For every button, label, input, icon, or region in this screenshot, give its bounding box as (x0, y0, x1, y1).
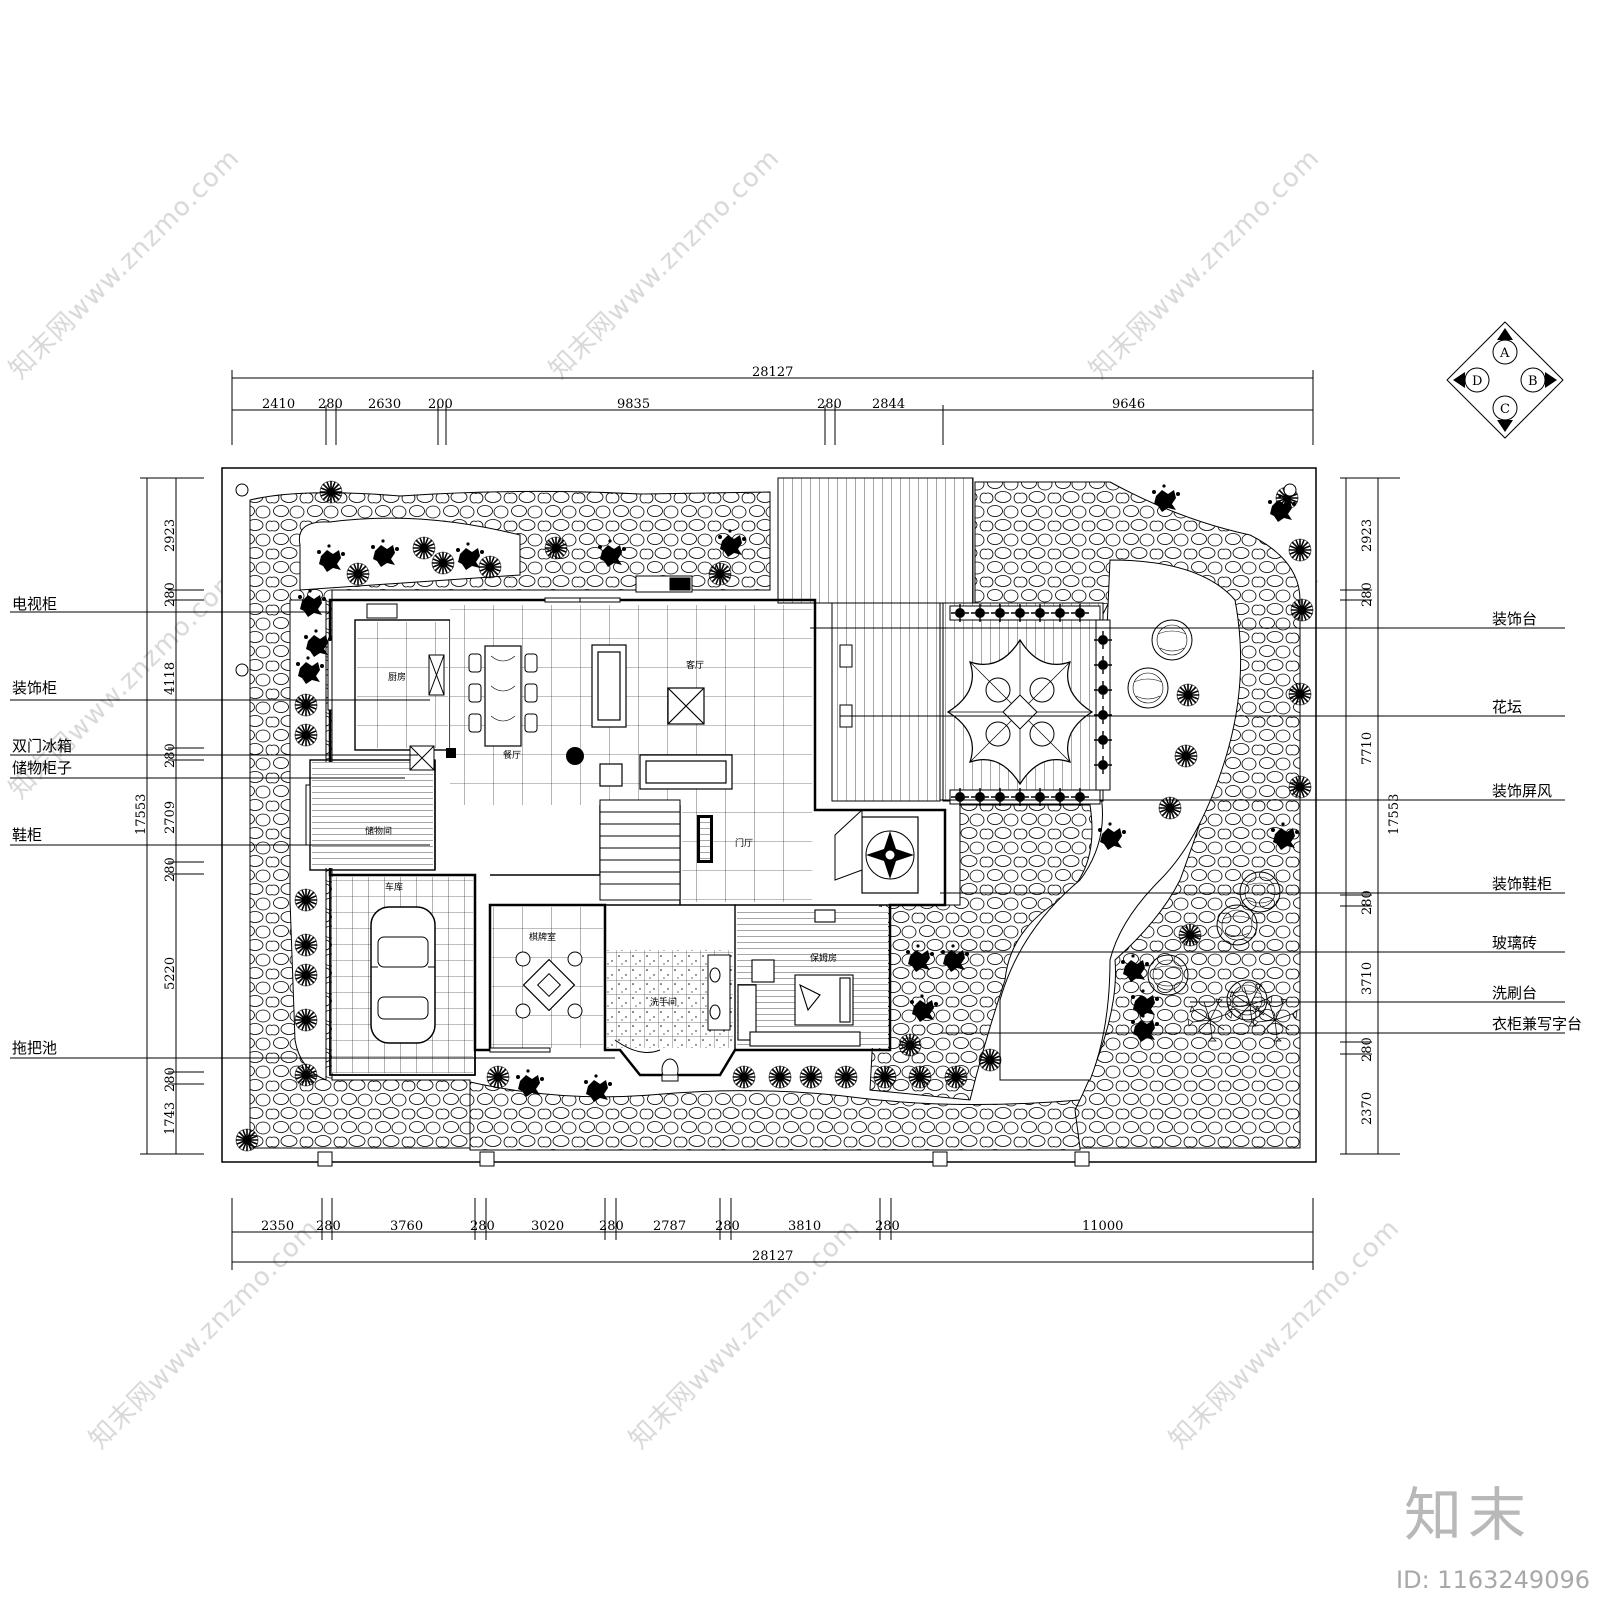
dim-bottom-2: 3760 (390, 1219, 423, 1234)
room-label-storage: 储物间 (365, 825, 392, 837)
dim-bottom-10: 11000 (1082, 1219, 1123, 1234)
callout-storage-cabinet: 储物柜子 (12, 759, 72, 777)
dim-left-total: 17553 (134, 794, 149, 835)
dim-left-8: 1743 (163, 1102, 178, 1135)
decorative-star-icon (861, 816, 919, 894)
dim-top-6: 2844 (872, 397, 905, 412)
callout-tv-cabinet: 电视柜 (12, 595, 57, 613)
callout-decor-stand: 装饰台 (1492, 610, 1537, 628)
image-id-label: ID: 1163249096 (1396, 1566, 1590, 1594)
storage-floor (312, 762, 433, 868)
compass-d: D (1472, 374, 1482, 389)
garden-bed-east (999, 559, 1242, 1081)
room-label-guest: 保姆房 (810, 952, 837, 964)
dim-bottom-1: 280 (316, 1219, 341, 1234)
dim-bottom-7: 280 (715, 1219, 740, 1234)
room-label-dining: 餐厅 (503, 749, 521, 761)
compass-rose: A B C D (1446, 321, 1564, 439)
dim-right-1: 280 (1360, 582, 1375, 607)
dim-right-total: 17553 (1387, 794, 1402, 835)
watermark-text: 知末网www.znzmo.com (1084, 143, 1326, 385)
callout-decor-cabinet: 装饰柜 (12, 679, 57, 697)
compass-b: B (1528, 374, 1538, 389)
callout-mop-sink: 拖把池 (12, 1039, 57, 1057)
dim-bottom-8: 3810 (788, 1219, 821, 1234)
callout-double-fridge: 双门冰箱 (12, 737, 72, 755)
dim-bottom-5: 280 (599, 1219, 624, 1234)
room-label-garage: 车库 (385, 881, 403, 893)
dim-top-0: 2410 (262, 397, 295, 412)
bathroom-fixtures (614, 954, 731, 1082)
dim-left-6: 5220 (163, 957, 178, 990)
pergola-umbrella (946, 638, 1094, 786)
dining-table-icon (468, 645, 538, 747)
watermark-text: 知末网www.znzmo.com (624, 1213, 866, 1455)
dim-left-0: 2923 (163, 519, 178, 552)
watermark-text: 知末网www.znzmo.com (1164, 1213, 1406, 1455)
dim-left-1: 280 (163, 582, 178, 607)
staircase (599, 799, 681, 901)
dim-bottom-3: 280 (470, 1219, 495, 1234)
stone-paving-south (469, 1081, 1081, 1151)
dim-right-3: 280 (1360, 890, 1375, 915)
windows (305, 575, 853, 1053)
dim-right-0: 2923 (1360, 519, 1375, 552)
dim-top-5: 280 (817, 397, 842, 412)
wood-deck-east (831, 602, 941, 802)
dim-top-total: 28127 (752, 365, 793, 380)
dim-bottom-0: 2350 (261, 1219, 294, 1234)
fridge-icon (446, 748, 456, 758)
entry-step (834, 808, 863, 881)
dim-bottom-total: 28127 (752, 1249, 793, 1264)
gate-posts (235, 483, 1297, 1167)
room-label-chess: 棋牌室 (529, 931, 556, 943)
dim-left-2: 4118 (163, 662, 178, 695)
dim-top-2: 2630 (368, 397, 401, 412)
column-icon (566, 747, 584, 765)
callout-wash-basin: 洗刷台 (1492, 984, 1537, 1002)
dim-left-5: 280 (163, 857, 178, 882)
dim-left-4: 2709 (163, 801, 178, 834)
dimension-lines (140, 370, 1400, 1270)
dim-top-3: 200 (428, 397, 453, 412)
dim-bottom-4: 3020 (531, 1219, 564, 1234)
watermark-text: 知末网www.znzmo.com (544, 143, 786, 385)
dim-left-3: 280 (163, 743, 178, 768)
dim-right-4: 3710 (1360, 962, 1375, 995)
room-label-foyer: 门厅 (735, 837, 753, 849)
dim-bottom-9: 280 (875, 1219, 900, 1234)
kitchen-fittings (366, 603, 445, 771)
callout-shoe-cabinet: 鞋柜 (12, 826, 42, 844)
dim-right-2: 7710 (1360, 732, 1375, 765)
brand-watermark: 知末 (1403, 1481, 1532, 1549)
bed-icon (737, 909, 861, 1047)
dim-top-1: 280 (318, 397, 343, 412)
dim-left-7: 280 (163, 1067, 178, 1092)
callout-flower-bed: 花坛 (1492, 698, 1522, 716)
wood-deck-north (777, 477, 974, 604)
watermark-text: 知末网www.znzmo.com (4, 143, 246, 385)
watermark-text: 知末网www.znzmo.com (84, 1213, 326, 1455)
dim-right-5: 280 (1360, 1037, 1375, 1062)
callout-decor-shoe-cabinet: 装饰鞋柜 (1492, 875, 1552, 893)
callout-leaders (10, 611, 1565, 1059)
room-label-bath: 洗手间 (650, 996, 677, 1008)
shoe-cabinet-inner (700, 818, 710, 860)
callout-wardrobe-desk: 衣柜兼写字台 (1492, 1015, 1582, 1033)
chess-table-icon (515, 951, 583, 1019)
room-label-living: 客厅 (686, 659, 704, 671)
sofa-set-icon (591, 644, 733, 790)
dim-right-6: 2370 (1360, 1092, 1375, 1125)
room-label-kitchen: 厨房 (388, 671, 406, 683)
dim-bottom-6: 2787 (653, 1219, 686, 1234)
dim-top-4: 9835 (617, 397, 650, 412)
callout-decor-screen: 装饰屏风 (1492, 782, 1552, 800)
car-icon (370, 906, 436, 1044)
compass-c: C (1500, 402, 1510, 417)
compass-a: A (1499, 346, 1510, 361)
dim-top-7: 9646 (1112, 397, 1145, 412)
callout-glass-brick: 玻璃砖 (1492, 934, 1537, 952)
